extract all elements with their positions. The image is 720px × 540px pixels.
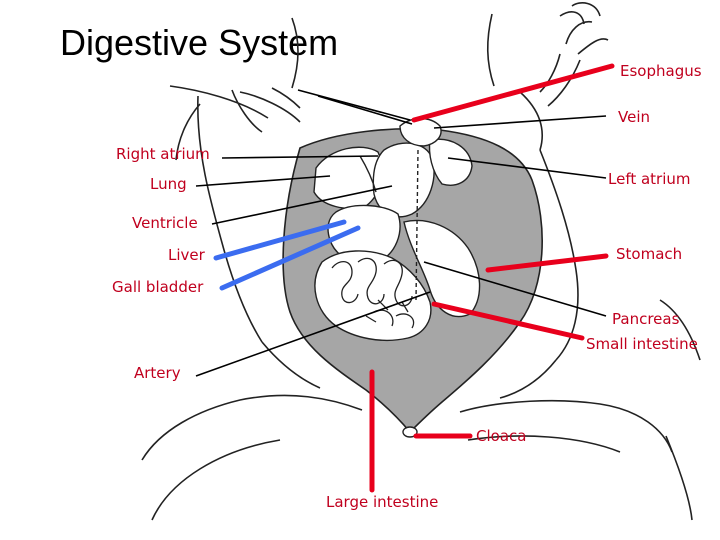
pointer-esophagus: [411, 63, 615, 123]
label-lung: Lung: [150, 175, 187, 193]
label-esophagus: Esophagus: [620, 62, 702, 80]
leader-right-atrium: [221, 155, 379, 159]
label-small-intestine: Small intestine: [586, 335, 698, 353]
leader-pancreas: [423, 261, 607, 317]
leader-left-atrium: [447, 157, 607, 179]
leader-vein: [433, 115, 607, 129]
slide-title: Digestive System: [60, 22, 339, 63]
frog-outline: [141, 2, 701, 521]
leader-lines: [195, 89, 607, 377]
pointer-small-intestine: [431, 301, 585, 341]
cloaca-shape: [402, 426, 418, 438]
leader-esophagus-left: [297, 89, 411, 121]
leader-ventricle: [211, 185, 393, 225]
pointer-liver: [213, 219, 347, 261]
leader-esophagus-left-2: [317, 95, 413, 125]
leader-artery: [195, 291, 431, 377]
leader-lung: [195, 175, 331, 187]
pointer-stomach: [485, 253, 609, 273]
label-large-intestine: Large intestine: [326, 493, 439, 511]
label-pancreas: Pancreas: [612, 310, 680, 328]
label-left-atrium: Left atrium: [608, 170, 691, 188]
red-pointers: [369, 63, 615, 493]
label-right-atrium: Right atrium: [116, 145, 210, 163]
label-stomach: Stomach: [616, 245, 683, 263]
label-vein: Vein: [618, 108, 650, 126]
label-ventricle: Ventricle: [132, 214, 198, 232]
label-gall-bladder: Gall bladder: [112, 278, 204, 296]
heart-shape: [372, 142, 435, 218]
blue-pointers: [213, 219, 361, 291]
label-artery: Artery: [134, 364, 181, 382]
label-cloaca: Cloaca: [476, 427, 527, 445]
internal-organs: [313, 117, 481, 341]
left-atrium-shape: [428, 138, 473, 186]
pointer-gall-bladder: [219, 225, 361, 291]
label-liver: Liver: [168, 246, 205, 264]
